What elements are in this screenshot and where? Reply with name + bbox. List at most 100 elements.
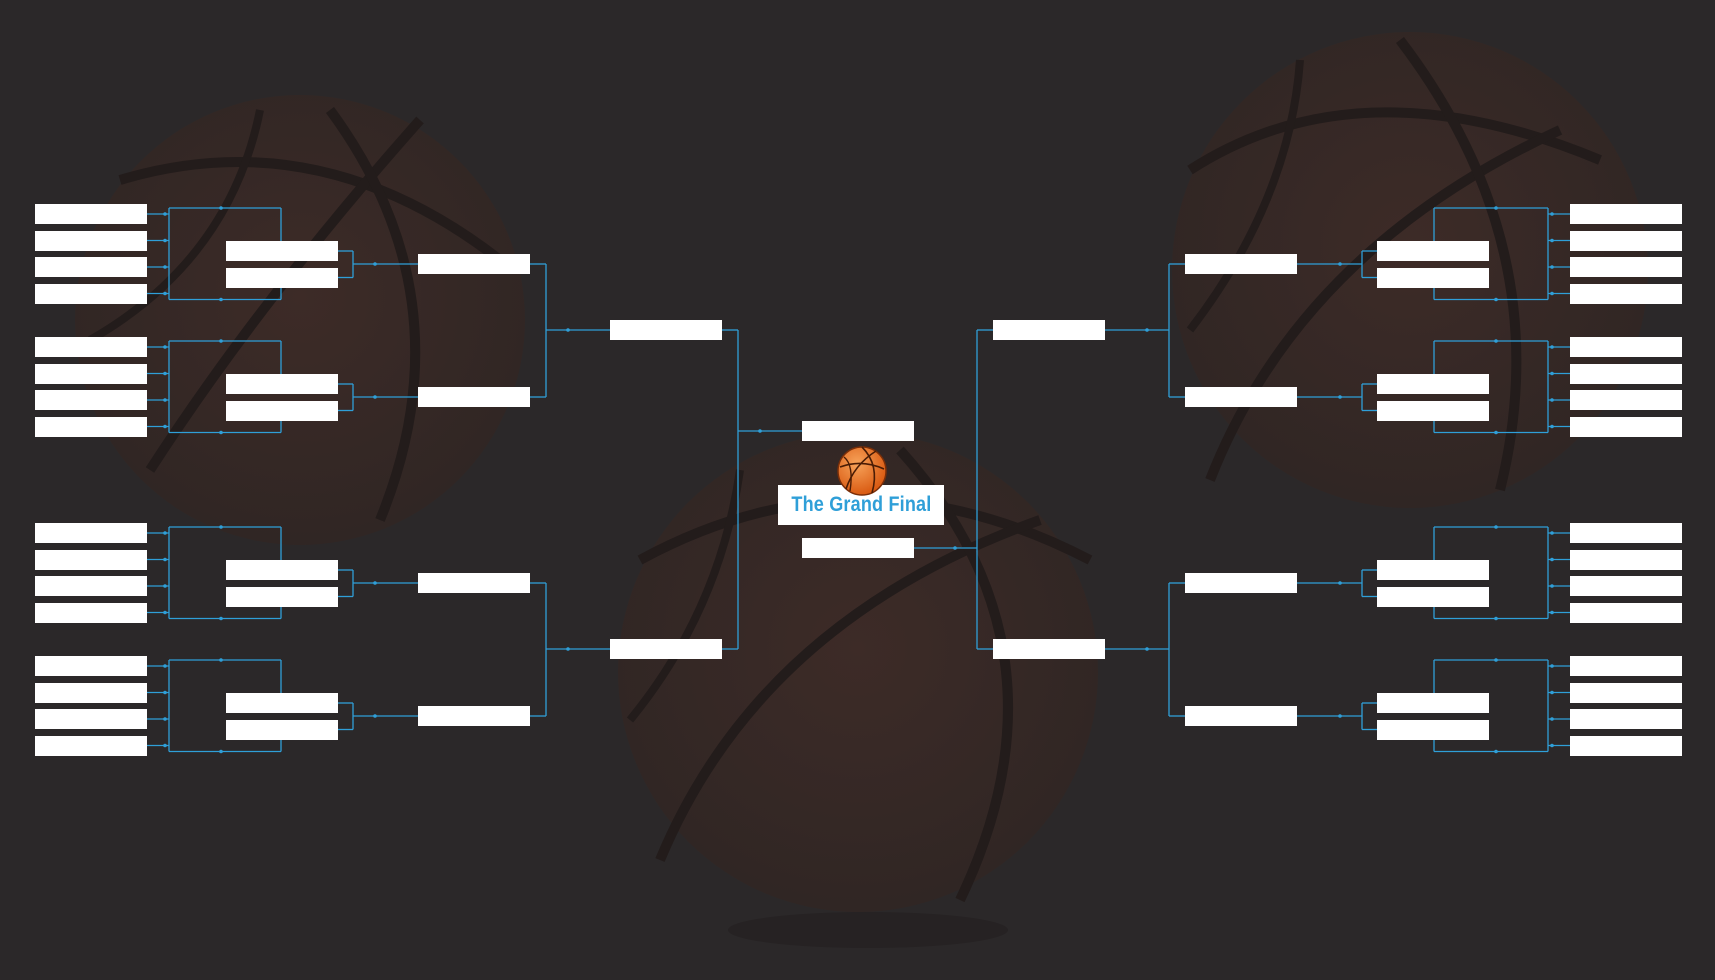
left-round1-slot-15[interactable] xyxy=(35,709,147,729)
right-round1-slot-8[interactable] xyxy=(1570,416,1682,437)
connector-dot xyxy=(163,584,167,588)
left-round1-slot-2[interactable] xyxy=(35,230,147,251)
right-round1-slot-14[interactable] xyxy=(1570,682,1682,703)
grand-final-slot-1[interactable] xyxy=(802,421,914,441)
right-round1-slot-11[interactable] xyxy=(1570,576,1682,596)
connector-dot xyxy=(163,345,167,349)
connector-dot xyxy=(1338,395,1342,399)
left-round1-slot-1[interactable] xyxy=(35,204,147,224)
left-round1-slot-12[interactable] xyxy=(35,602,147,623)
right-round3-slot-3[interactable] xyxy=(1185,573,1297,593)
left-semifinal-slot-2[interactable] xyxy=(610,639,722,659)
left-round1-slot-4[interactable] xyxy=(35,283,147,304)
left-round1-slot-11[interactable] xyxy=(35,576,147,596)
connector-dot xyxy=(1494,430,1498,435)
left-round2-slot-3[interactable] xyxy=(226,374,338,394)
right-round1-slot-4[interactable] xyxy=(1570,283,1682,304)
right-semifinal-slot-1[interactable] xyxy=(993,320,1105,340)
connector-dot xyxy=(373,262,377,266)
connector-dot xyxy=(219,658,223,662)
right-round1-slot-10[interactable] xyxy=(1570,549,1682,570)
left-round2-slot-7[interactable] xyxy=(226,693,338,713)
right-round1-slot-16[interactable] xyxy=(1570,735,1682,756)
connector-dot xyxy=(163,531,167,535)
connector-dot xyxy=(1338,581,1342,585)
grand-final-banner: The Grand Final xyxy=(778,485,944,525)
left-round2-slot-4[interactable] xyxy=(226,400,338,421)
right-round2-slot-7[interactable] xyxy=(1377,693,1489,713)
connector-dot xyxy=(1494,206,1498,210)
left-round1-slot-3[interactable] xyxy=(35,257,147,277)
connector-dot xyxy=(219,525,223,529)
left-round1-slot-16[interactable] xyxy=(35,735,147,756)
connector-dot xyxy=(1550,664,1554,668)
connector-dot xyxy=(219,297,223,302)
grand-final-slot-2[interactable] xyxy=(802,538,914,558)
right-round2-slot-6[interactable] xyxy=(1377,586,1489,607)
left-round1-slot-13[interactable] xyxy=(35,656,147,676)
right-round2-slot-3[interactable] xyxy=(1377,374,1489,394)
connector-dot xyxy=(1550,345,1554,349)
connector-dot xyxy=(566,328,570,332)
connector-dot xyxy=(373,581,377,585)
connector-dot xyxy=(373,714,377,718)
connector-dot xyxy=(219,339,223,343)
connector-dot xyxy=(163,557,167,562)
connector-dot xyxy=(163,424,167,429)
right-round1-slot-3[interactable] xyxy=(1570,257,1682,277)
left-round1-slot-10[interactable] xyxy=(35,549,147,570)
connector-dot xyxy=(1550,291,1554,296)
left-round2-slot-2[interactable] xyxy=(226,267,338,288)
connector-dot xyxy=(163,664,167,668)
left-semifinal-slot-1[interactable] xyxy=(610,320,722,340)
right-round2-slot-4[interactable] xyxy=(1377,400,1489,421)
connector-dot xyxy=(1550,424,1554,429)
connector-dot xyxy=(1550,238,1554,243)
left-round2-slot-1[interactable] xyxy=(226,241,338,261)
right-round2-slot-8[interactable] xyxy=(1377,719,1489,740)
right-round3-slot-4[interactable] xyxy=(1185,706,1297,726)
right-round2-slot-2[interactable] xyxy=(1377,267,1489,288)
right-round3-slot-1[interactable] xyxy=(1185,254,1297,274)
left-round3-slot-3[interactable] xyxy=(418,573,530,593)
left-round3-slot-2[interactable] xyxy=(418,387,530,407)
right-round1-slot-9[interactable] xyxy=(1570,523,1682,543)
background-ball-floor-shadow xyxy=(728,912,1008,948)
left-round1-slot-8[interactable] xyxy=(35,416,147,437)
right-round1-slot-7[interactable] xyxy=(1570,390,1682,410)
connector-dot xyxy=(163,743,167,748)
connector-dot xyxy=(1550,531,1554,535)
right-round2-slot-1[interactable] xyxy=(1377,241,1489,261)
connector-dot xyxy=(1494,297,1498,302)
right-round2-slot-5[interactable] xyxy=(1377,560,1489,580)
left-round2-slot-5[interactable] xyxy=(226,560,338,580)
left-round1-slot-9[interactable] xyxy=(35,523,147,543)
basketball-icon xyxy=(837,446,887,496)
left-round1-slot-7[interactable] xyxy=(35,390,147,410)
left-round1-slot-14[interactable] xyxy=(35,682,147,703)
connector-dot xyxy=(1494,525,1498,529)
left-round3-slot-4[interactable] xyxy=(418,706,530,726)
connector-dot xyxy=(163,265,167,269)
left-round2-slot-8[interactable] xyxy=(226,719,338,740)
left-round3-slot-1[interactable] xyxy=(418,254,530,274)
right-semifinal-slot-2[interactable] xyxy=(993,639,1105,659)
connector-dot xyxy=(163,717,167,721)
connector-dot xyxy=(1550,690,1554,695)
right-round1-slot-2[interactable] xyxy=(1570,230,1682,251)
connector-dot xyxy=(1550,584,1554,588)
right-round1-slot-1[interactable] xyxy=(1570,204,1682,224)
connector-dot xyxy=(1550,610,1554,615)
left-round1-slot-6[interactable] xyxy=(35,363,147,384)
connector-dot xyxy=(1494,616,1498,621)
right-round1-slot-13[interactable] xyxy=(1570,656,1682,676)
left-round2-slot-6[interactable] xyxy=(226,586,338,607)
left-round1-slot-5[interactable] xyxy=(35,337,147,357)
right-round1-slot-12[interactable] xyxy=(1570,602,1682,623)
right-round1-slot-15[interactable] xyxy=(1570,709,1682,729)
connector-dot xyxy=(1550,371,1554,376)
right-round1-slot-6[interactable] xyxy=(1570,363,1682,384)
right-round1-slot-5[interactable] xyxy=(1570,337,1682,357)
right-round3-slot-2[interactable] xyxy=(1185,387,1297,407)
